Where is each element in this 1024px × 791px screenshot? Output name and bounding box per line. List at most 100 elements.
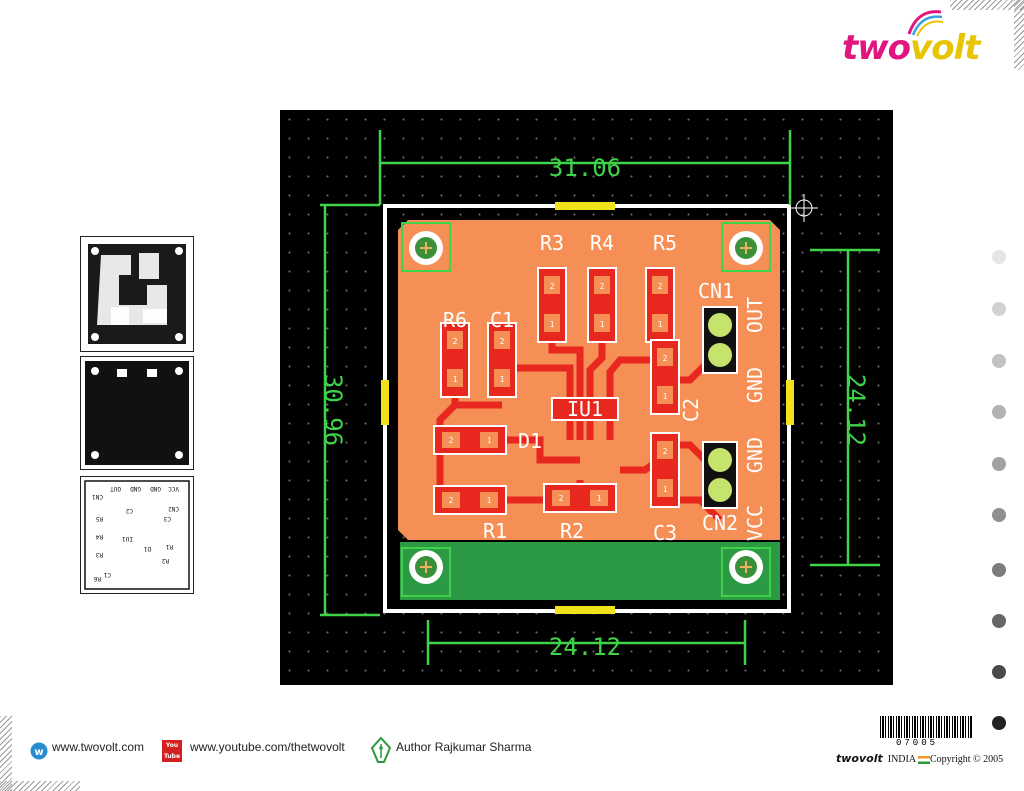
component-r5-pad-1-num: 1 [658, 320, 663, 329]
component-c3-pad-1 [657, 479, 673, 497]
silk-label-2: OUT [110, 485, 121, 492]
component-c2-pad-2 [657, 348, 673, 366]
thumbnail-bottom-copper[interactable] [80, 356, 194, 470]
svg-text:w: w [34, 747, 43, 758]
component-u1-body [551, 397, 619, 421]
component-r3-pad-1-num: 1 [550, 320, 555, 329]
brand-logo[interactable]: twovolt [842, 28, 980, 68]
silk-label-9: C3 [163, 515, 171, 522]
connector-cn2-pin-2 [708, 478, 732, 502]
component-d1-pad-1 [480, 432, 498, 448]
silk-label-11: R3 [95, 551, 103, 558]
component-c2-pad-2-num: 2 [663, 354, 668, 363]
side-dot-7[interactable] [992, 563, 1006, 577]
component-r5-pad-2 [652, 276, 668, 294]
label-r6: R6 [443, 308, 467, 332]
silk-label-3: GND [130, 485, 141, 492]
component-c2-pad-1 [657, 386, 673, 404]
copyright-country: INDIA [887, 754, 916, 765]
component-r5-pad-1 [652, 314, 668, 332]
edge-marker-left [381, 380, 389, 425]
corner-hatch-bottom [0, 781, 80, 791]
copyright-line: twovolt INDIA Copyright © 2005 [836, 752, 1003, 765]
side-dot-2[interactable] [992, 302, 1006, 316]
side-dot-9[interactable] [992, 665, 1006, 679]
label-u1: IU1 [567, 397, 603, 421]
silk-label-10: R4 [95, 533, 103, 540]
component-r4-pad-2-num: 2 [600, 282, 605, 291]
label-r2: R2 [560, 519, 584, 543]
component-r2-pad-2 [552, 490, 570, 506]
component-r3-pad-1 [544, 314, 560, 332]
silk-label-12: R2 [161, 557, 169, 564]
component-c3-pad-2 [657, 441, 673, 459]
silk-label-16: R6 [93, 575, 101, 582]
label-gnd2: GND [743, 437, 767, 473]
side-dot-1[interactable] [992, 250, 1006, 264]
label-r5: R5 [653, 231, 677, 255]
side-dot-4[interactable] [992, 405, 1006, 419]
silk-label-4: GND [150, 485, 161, 492]
corner-hatch-top-right [950, 0, 1024, 10]
thumbnail-top-copper-art [86, 242, 188, 346]
india-flag-icon [918, 755, 931, 764]
side-dot-10[interactable] [992, 716, 1006, 730]
component-c1-pad-2 [494, 331, 510, 349]
silk-label-5: VCC [168, 485, 179, 492]
silk-label-13: D1 [143, 545, 151, 552]
silk-label-1: CN1 [92, 493, 103, 500]
component-r6-pad-1-num: 1 [453, 375, 458, 384]
component-c1-pad-1 [494, 369, 510, 387]
label-gnd1: GND [743, 367, 767, 403]
side-dot-3[interactable] [992, 354, 1006, 368]
corner-hatch-right [1014, 0, 1024, 70]
component-r5-pad-2-num: 2 [658, 282, 663, 291]
connector-cn2-pin-1 [708, 448, 732, 472]
thumbnail-top-copper[interactable] [80, 236, 194, 352]
component-r3-pad-2-num: 2 [550, 282, 555, 291]
label-out: OUT [743, 297, 767, 333]
component-r6-pad-2 [447, 331, 463, 349]
youtube-icon: You Tube [162, 740, 182, 762]
logo-text-two: two [842, 28, 911, 68]
copyright-brand: twovolt [836, 752, 883, 765]
barcode-number: 07005 [896, 738, 939, 748]
component-c2-pad-1-num: 1 [663, 392, 668, 401]
silkscreen-outlines [401, 222, 771, 597]
label-d1: D1 [518, 429, 542, 453]
component-r6-pad-1 [447, 369, 463, 387]
side-dot-6[interactable] [992, 508, 1006, 522]
component-d1-pad-2-num: 2 [449, 436, 454, 445]
copyright-label: Copyright [930, 754, 971, 765]
website-link[interactable]: www.twovolt.com [52, 740, 145, 754]
edge-marker-bottom [555, 606, 615, 614]
dimension-label-top: 31.06 [549, 154, 621, 182]
silk-label-17: IU1 [122, 535, 133, 542]
component-r1-pad-1-num: 1 [487, 496, 492, 505]
silk-label-7: R5 [95, 515, 103, 522]
label-r1: R1 [483, 519, 507, 543]
edge-marker-right [786, 380, 794, 425]
dimension-label-bottom: 24.12 [549, 633, 621, 661]
component-r4-pad-1-num: 1 [600, 320, 605, 329]
silk-label-14: R1 [165, 543, 173, 550]
edge-marker-top [555, 202, 615, 210]
label-c3: C3 [653, 521, 677, 545]
label-c1: C1 [490, 308, 514, 332]
barcode [880, 716, 972, 738]
component-c3-pad-1-num: 1 [663, 485, 668, 494]
label-r3: R3 [540, 231, 564, 255]
silk-label-6: CN2 [168, 505, 179, 512]
component-c3-pad-2-num: 2 [663, 447, 668, 456]
component-r3-pad-2 [544, 276, 560, 294]
side-dot-5[interactable] [992, 457, 1006, 471]
side-dot-8[interactable] [992, 614, 1006, 628]
label-vcc: VCC [743, 505, 767, 541]
youtube-link[interactable]: www.youtube.com/thetwovolt [190, 740, 345, 754]
thumbnail-bottom-copper-art [85, 361, 189, 465]
component-c1-pad-2-num: 2 [500, 337, 505, 346]
